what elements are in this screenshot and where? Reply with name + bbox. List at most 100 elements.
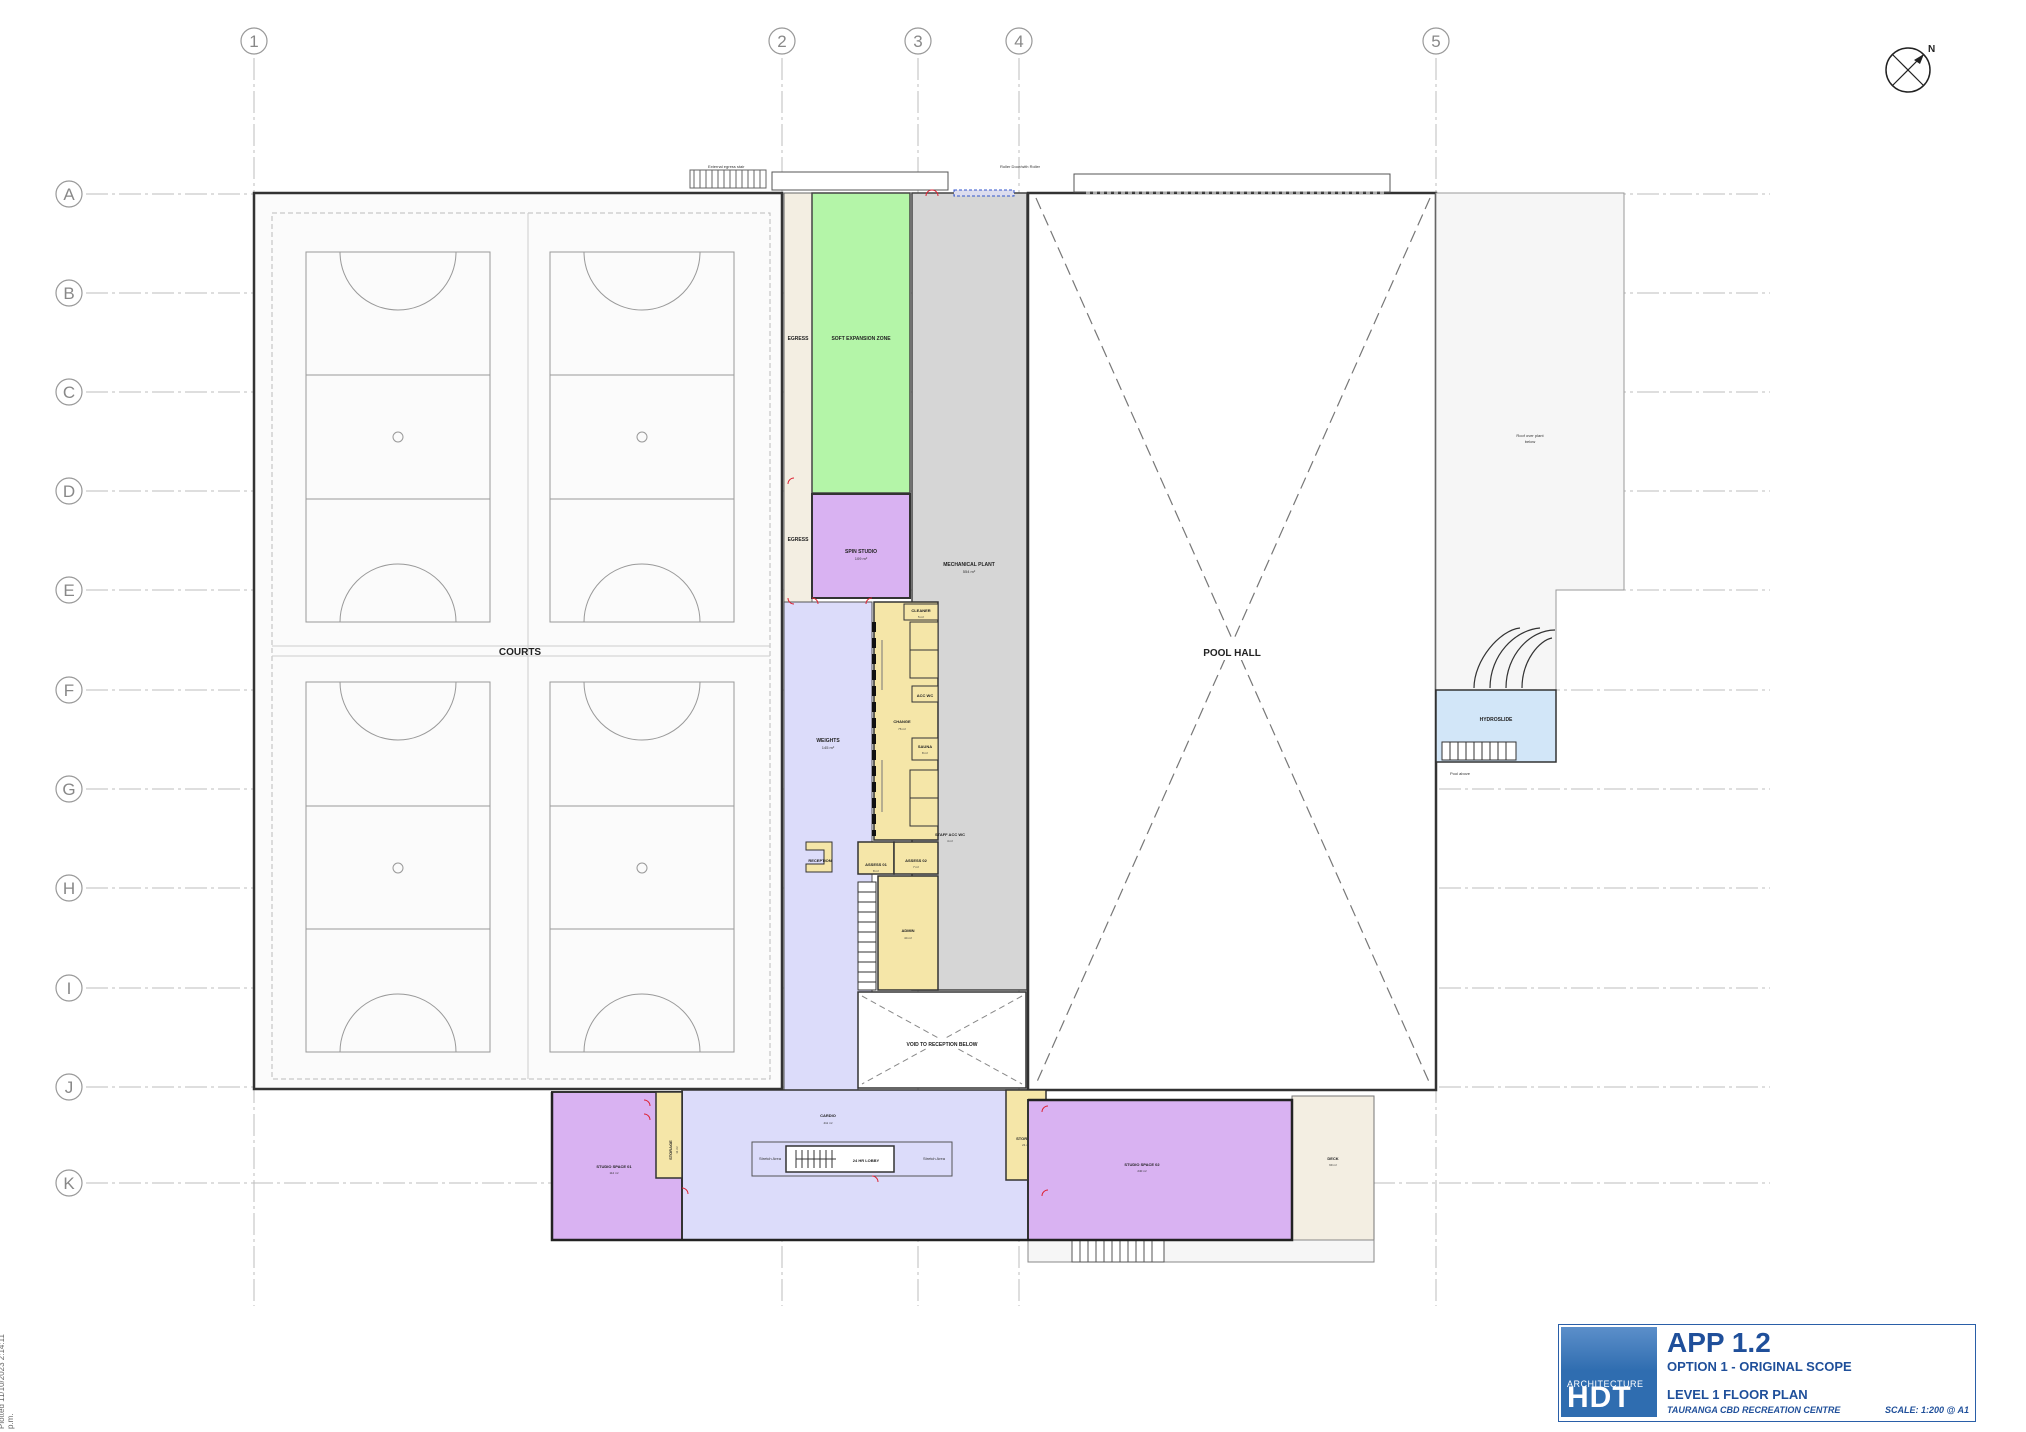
north-arrow-icon: N [1885, 44, 1935, 93]
cleaner-label: CLEANER [911, 608, 930, 613]
roof-plant-label: Roof over plant [1516, 433, 1544, 438]
assess-2-area: 7 m² [913, 865, 919, 869]
assess-02 [893, 841, 939, 875]
change-block: CLEANER 5 m² ACC WC CHANGE 76 m² SAUNA 8… [872, 601, 939, 841]
assess-2-label: ASSESS 02 [905, 858, 928, 863]
door-swings [643, 189, 1049, 1197]
studio-1-area: 112 m² [609, 1171, 618, 1175]
grid-row-label-e: E [63, 581, 74, 600]
grid-row-label-g: G [62, 780, 75, 799]
drawing-code: APP 1.2 [1667, 1327, 1771, 1358]
courts-label: COURTS [499, 647, 542, 658]
courts-area: COURTS [252, 191, 784, 1091]
grid-row-label-k: K [63, 1174, 75, 1193]
storage-1-label: STORAGE [668, 1140, 673, 1160]
storage-01 [655, 1091, 683, 1179]
roof-over-plant: Roof over plant below [1435, 192, 1625, 691]
grid-row-label-c: C [63, 383, 75, 402]
storage-2-area: 21 m² [1022, 1143, 1030, 1147]
spin-studio-area: 109 m² [855, 556, 868, 561]
grid-row-label-b: B [63, 284, 74, 303]
grid-col-label-1: 1 [249, 32, 258, 51]
staff-acc-wc-area: 4 m² [947, 839, 953, 843]
deck [1291, 1095, 1375, 1263]
storage-1-area: 11 m² [675, 1146, 679, 1153]
grid-col-3 [904, 27, 932, 55]
assess-1-label: ASSESS 01 [865, 862, 888, 867]
stair-west [857, 881, 877, 991]
mechanical-plant-label: MECHANICAL PLANT [943, 562, 995, 568]
egress-corridor [783, 192, 813, 604]
sauna-area: 8 m² [922, 751, 928, 755]
grid-row-bubbles [55, 180, 83, 1197]
grid-row-label-d: D [63, 482, 75, 501]
logo-text: HDT [1567, 1381, 1632, 1414]
studio-1-label: STUDIO SPACE 01 [596, 1164, 632, 1169]
deck-area: 99 m² [1329, 1163, 1337, 1167]
grid-col-5 [1422, 27, 1450, 55]
staff-acc-wc-label: STAFF ACC WC [935, 832, 965, 837]
stretch-2-label: Stretch Area [923, 1156, 946, 1161]
cardio-area-text: 411 m² [823, 1121, 832, 1125]
hydroslide-stair [1441, 741, 1517, 761]
weights-label: WEIGHTS [816, 738, 840, 744]
hdt-logo: ARCHITECTURE HDT [1561, 1327, 1657, 1417]
egress-label-1: EGRESS [788, 336, 810, 342]
drawing-scale: SCALE: 1:200 @ A1 [1885, 1405, 1969, 1415]
admin-area: 44 m² [904, 936, 912, 940]
logo-subtitle: ARCHITECTURE [1567, 1379, 1644, 1389]
project-name: TAURANGA CBD RECREATION CENTRE [1667, 1405, 1841, 1415]
cardio-label: CARDIO [820, 1113, 836, 1118]
drawing-option: OPTION 1 - ORIGINAL SCOPE [1667, 1359, 1852, 1374]
void-label: VOID TO RECEPTION BELOW [906, 1042, 977, 1048]
soft-expansion-label: SOFT EXPANSION ZONE [831, 336, 891, 342]
soft-expansion-zone [811, 192, 911, 494]
void-to-reception: VOID TO RECEPTION BELOW [857, 991, 1027, 1089]
sheet-title: LEVEL 1 FLOOR PLAN [1667, 1387, 1808, 1402]
grid-col-label-2: 2 [777, 32, 786, 51]
change-area: 76 m² [898, 727, 906, 731]
grid-col-1 [240, 27, 268, 55]
grid-col-4 [1005, 27, 1033, 55]
external-stair-top [689, 169, 767, 189]
egress-label-2: EGRESS [788, 537, 810, 543]
acc-wc-label: ACC WC [917, 693, 934, 698]
grid-col-2 [768, 27, 796, 55]
mechanical-plant-area: 554 m² [963, 569, 976, 574]
plotted-date: Plotted 11/10/2023 2:14:11 p.m. [0, 1334, 15, 1429]
grid-col-label-5: 5 [1431, 32, 1440, 51]
stretch-1-label: Stretch Area [759, 1156, 782, 1161]
reception-desk [805, 841, 833, 873]
deck-label: DECK [1327, 1156, 1338, 1161]
grid-row-label-f: F [64, 681, 74, 700]
studio-2-area: 240 m² [1137, 1169, 1146, 1173]
assess-1-area: 8 m² [873, 869, 879, 873]
lobby-label: 24 HR LOBBY [853, 1158, 880, 1163]
grid-column-bubbles [240, 27, 1450, 55]
grid-col-label-3: 3 [913, 32, 922, 51]
sauna-label: SAUNA [918, 744, 932, 749]
spin-studio-label: SPIN STUDIO [845, 549, 877, 555]
external-stair-note: External egress stair [708, 164, 745, 169]
roof-plant-sub: below [1525, 439, 1536, 444]
title-block: ARCHITECTURE HDT APP 1.2 OPTION 1 - ORIG… [1558, 1324, 1976, 1422]
assess-01 [857, 841, 895, 875]
cleaner-area: 5 m² [918, 615, 924, 619]
grid-row-label-j: J [65, 1078, 74, 1097]
solar-note: Roller Door/with Roller [1000, 164, 1041, 169]
spin-studio [811, 493, 911, 599]
lobby-stair [795, 1150, 836, 1168]
studio-2-label: STUDIO SPACE 02 [1124, 1162, 1160, 1167]
hydroslide-label: HYDROSLIDE [1480, 717, 1513, 723]
grid-row-label-a: A [63, 185, 75, 204]
solar-louvre [953, 189, 1015, 197]
reception-label: RECEPTION [808, 858, 831, 863]
pool-above-note: Pool above [1450, 771, 1471, 776]
weights-area-text: 145 m² [822, 745, 835, 750]
studio-space-02 [1027, 1099, 1293, 1241]
svg-text:N: N [1928, 44, 1935, 55]
grid-col-label-4: 4 [1014, 32, 1023, 51]
admin [877, 875, 939, 991]
grid-row-label-i: I [67, 979, 72, 998]
